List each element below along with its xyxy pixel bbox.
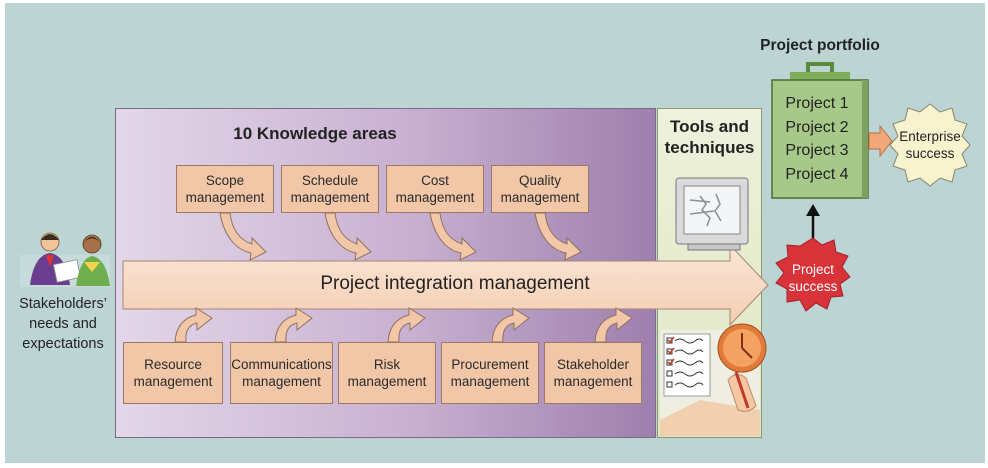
enterprise-success-line2: success — [905, 146, 955, 161]
bottom-curved-arrows — [174, 307, 633, 343]
area-label: Procurement — [451, 357, 529, 372]
area-box-procurement: Procurement management — [441, 342, 539, 404]
portfolio-to-enterprise-arrow — [868, 124, 893, 158]
area-label: Cost — [421, 173, 449, 188]
curved-arrow-scope — [219, 212, 267, 261]
curved-arrow-cost — [429, 212, 477, 261]
integration-label: Project integration management — [320, 273, 590, 294]
curved-arrow-procurement — [491, 307, 530, 343]
area-label: Communications — [231, 357, 332, 372]
area-label: management — [395, 190, 475, 205]
area-label: Risk — [373, 357, 401, 372]
project-success-line1: Project — [791, 262, 835, 277]
area-label: management — [133, 374, 213, 389]
curved-arrow-stakeholder — [594, 307, 633, 343]
area-label: management — [242, 374, 321, 389]
knowledge-areas-title: 10 Knowledge areas — [233, 124, 397, 143]
area-label: management — [185, 190, 265, 205]
curved-arrow-communications — [274, 307, 313, 343]
project-item: Project 1 — [785, 95, 849, 112]
stakeholders-illustration — [20, 232, 110, 287]
enterprise-success-line1: Enterprise — [899, 129, 961, 144]
curved-arrow-quality — [534, 212, 582, 261]
integration-arrow — [122, 243, 769, 327]
area-box-stakeholder: Stakeholder management — [544, 342, 642, 404]
area-label: Schedule — [301, 173, 359, 188]
tools-title: Tools and techniques — [657, 116, 762, 158]
enterprise-starburst-icon — [889, 103, 971, 187]
curved-arrow-resource — [174, 307, 213, 343]
portfolio-title: Project portfolio — [760, 37, 880, 54]
area-label: Resource — [144, 357, 202, 372]
computer-monitor-icon — [675, 177, 749, 251]
stakeholders-label: Stakeholders’ needs and expectations — [8, 294, 118, 354]
area-label: Quality — [518, 173, 562, 188]
area-label: management — [500, 190, 580, 205]
area-box-quality: Quality management — [491, 165, 589, 213]
area-label: management — [553, 374, 633, 389]
curved-arrow-risk — [387, 307, 426, 343]
area-box-scope: Scope management — [176, 165, 274, 213]
stakeholders-line1: Stakeholders’ — [19, 296, 107, 312]
stakeholders-line3: expectations — [22, 336, 104, 352]
area-label: Stakeholder — [556, 357, 630, 372]
curved-arrow-schedule — [324, 212, 372, 261]
project-item: Project 3 — [785, 142, 849, 159]
project-success-label: Project success — [778, 261, 848, 295]
enterprise-success-label: Enterprise success — [893, 128, 967, 162]
area-box-resource: Resource management — [123, 342, 223, 404]
checklist-clock-illustration — [660, 323, 767, 436]
area-label: management — [290, 190, 370, 205]
area-label: management — [347, 374, 427, 389]
project-item: Project 2 — [785, 118, 849, 136]
area-label: Scope — [205, 173, 245, 188]
project-item: Project 4 — [785, 165, 849, 183]
tools-title-line1: Tools and — [669, 117, 749, 136]
portfolio-briefcase — [771, 62, 869, 199]
project-success-line2: success — [788, 279, 838, 294]
area-box-communications: Communications management — [230, 342, 333, 404]
area-label: management — [450, 374, 530, 389]
project-list: Project 1 Project 2 Project 3 Project 4 — [772, 92, 862, 186]
tools-title-line2: techniques — [664, 138, 755, 157]
area-box-risk: Risk management — [338, 342, 436, 404]
starburst-icon — [775, 237, 851, 312]
success-to-portfolio-arrow — [806, 204, 820, 238]
area-box-cost: Cost management — [386, 165, 484, 213]
stakeholders-line2: needs and — [29, 316, 97, 332]
top-curved-arrows — [219, 212, 582, 261]
area-box-schedule: Schedule management — [281, 165, 379, 213]
